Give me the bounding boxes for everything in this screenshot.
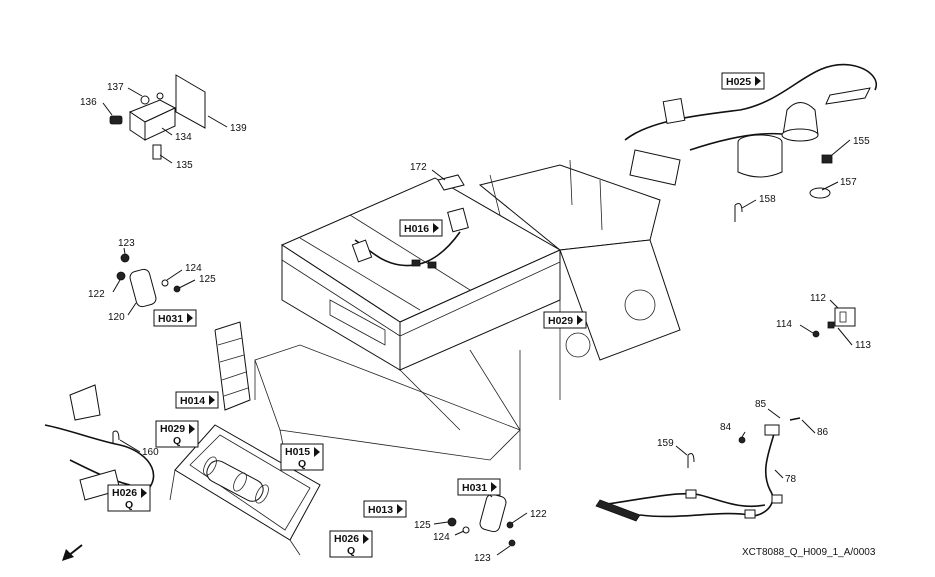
direction-arrow-icon [62, 544, 83, 561]
svg-text:Q: Q [298, 458, 306, 470]
part-label: 172 [410, 162, 427, 173]
ref-box: H016 [399, 219, 443, 237]
part-label: 112 [810, 293, 826, 304]
part-label: 124 [185, 263, 202, 274]
part-label: 125 [199, 274, 216, 285]
svg-text:H025: H025 [726, 76, 751, 88]
ref-box: H031 [153, 309, 197, 327]
ref-box: H029 Q [155, 420, 199, 448]
part-label: 135 [176, 160, 193, 171]
part-label: 123 [474, 553, 491, 564]
part-label: 123 [118, 238, 135, 249]
svg-text:H031: H031 [462, 482, 487, 494]
svg-text:H029: H029 [548, 315, 573, 327]
part-label: 85 [755, 399, 767, 410]
part-label: 137 [107, 82, 124, 93]
part-label: 114 [776, 319, 792, 330]
harness-bottom-right [595, 417, 801, 522]
part-label: 158 [759, 194, 776, 205]
svg-text:H029: H029 [160, 423, 185, 435]
part-label: 124 [433, 532, 450, 543]
part-label: 157 [840, 177, 857, 188]
part-label: 113 [855, 340, 871, 351]
ref-box: H025 [721, 72, 765, 90]
machine-body-drawing [169, 159, 681, 556]
part-number-labels: 137 136 134 139 135 123 124 125 122 120 … [80, 82, 871, 564]
ref-box: H026 Q [107, 484, 151, 512]
ref-box: H031 [457, 478, 501, 496]
svg-text:H015: H015 [285, 446, 310, 458]
svg-text:Q: Q [347, 545, 355, 557]
lamp-assembly-left [116, 253, 181, 308]
lamp-assembly-bottom-center [447, 493, 516, 547]
clamp-assembly-right [812, 307, 856, 338]
bracket-assembly-top-left [109, 74, 206, 160]
ref-box: H014 [175, 391, 219, 409]
svg-text:H013: H013 [368, 504, 393, 516]
part-label: 84 [720, 422, 732, 433]
harness-bottom-left [44, 384, 155, 501]
part-label: 86 [817, 427, 829, 438]
part-label: 160 [142, 447, 159, 458]
part-label: 125 [414, 520, 431, 531]
svg-text:H026: H026 [334, 533, 359, 545]
beacon-harness-top-right [624, 63, 877, 222]
reference-boxes: H025 H016 H031 H029 H014 [107, 72, 765, 558]
part-label: 122 [530, 509, 547, 520]
part-label: 78 [785, 474, 797, 485]
part-label: 155 [853, 136, 870, 147]
ref-box: H013 [363, 500, 407, 518]
part-172-shape [437, 174, 465, 191]
leader-lines [102, 87, 853, 556]
svg-text:H014: H014 [180, 395, 205, 407]
ref-box: H029 [543, 311, 587, 329]
part-label: 139 [230, 123, 247, 134]
part-label: 159 [657, 438, 674, 449]
part-label: 120 [108, 312, 125, 323]
svg-text:H016: H016 [404, 223, 429, 235]
ref-box: H015 Q [280, 443, 324, 471]
ref-box: H026 Q [329, 530, 373, 558]
part-label: 136 [80, 97, 97, 108]
svg-text:Q: Q [125, 499, 133, 511]
svg-text:H026: H026 [112, 487, 137, 499]
part-label: 134 [175, 132, 192, 143]
drawing-code: XCT8088_Q_H009_1_A/0003 [742, 547, 876, 558]
svg-text:Q: Q [173, 435, 181, 447]
svg-text:H031: H031 [158, 313, 183, 325]
part-label: 122 [88, 289, 105, 300]
